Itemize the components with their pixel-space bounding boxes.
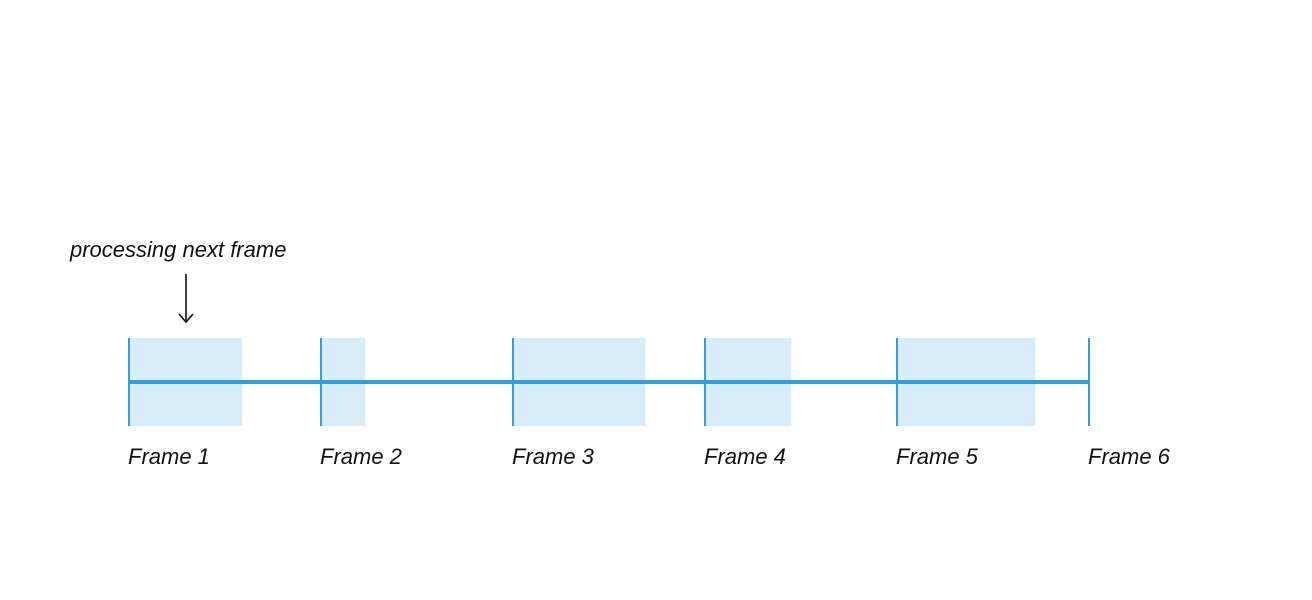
frame-labels: Frame 1 Frame 2 Frame 3 Frame 4 Frame 5 Frame… [128, 444, 1171, 469]
arrow-head-icon [178, 313, 194, 324]
frame-label-6: Frame 6 [1088, 444, 1171, 469]
frame-label-1: Frame 1 [128, 444, 210, 469]
frame-ticks [128, 338, 1090, 426]
frame-label-4: Frame 4 [704, 444, 786, 469]
frame-label-2: Frame 2 [320, 444, 402, 469]
annotation: processing next frame [69, 237, 286, 324]
frame-label-5: Frame 5 [896, 444, 979, 469]
annotation-text: processing next frame [69, 237, 286, 262]
frame-label-3: Frame 3 [512, 444, 595, 469]
